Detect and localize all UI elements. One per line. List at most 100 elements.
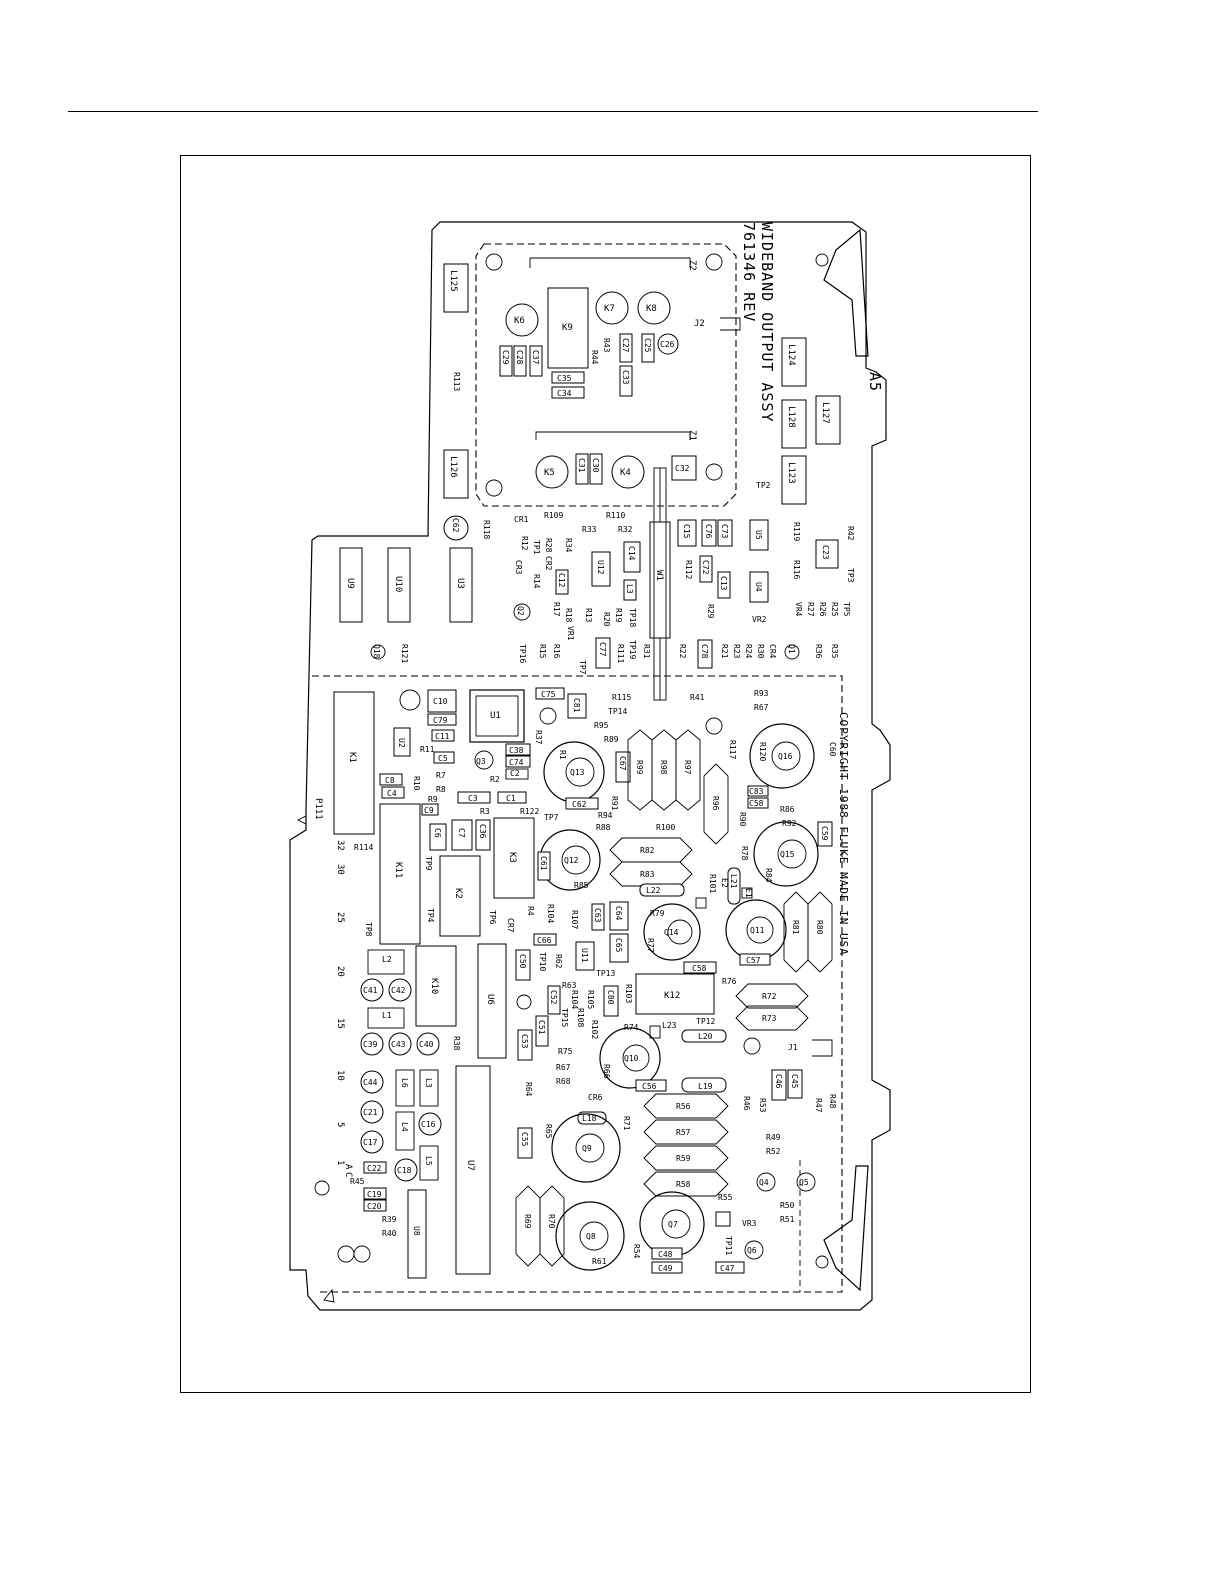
svg-text:C42: C42 [391, 986, 406, 995]
svg-text:C62: C62 [451, 518, 460, 533]
svg-text:TP7: TP7 [544, 813, 559, 822]
svg-text:K9: K9 [562, 323, 573, 333]
svg-text:R30: R30 [756, 644, 765, 659]
mount-hole [539, 707, 557, 725]
svg-text:C79: C79 [433, 716, 448, 725]
ejector-bottom-pivot [815, 1255, 829, 1269]
svg-text:C9: C9 [424, 806, 434, 815]
svg-text:C23: C23 [821, 545, 830, 560]
svg-text:R19: R19 [614, 608, 623, 623]
svg-text:Z2: Z2 [687, 260, 697, 271]
svg-text:C22: C22 [367, 1164, 382, 1173]
svg-text:R72: R72 [762, 992, 777, 1001]
cap-c67 [615, 751, 631, 783]
cap-c59 [817, 821, 833, 847]
cap-c41 [360, 978, 384, 1002]
inductor-l127 [815, 395, 841, 445]
cap-c36 [475, 819, 491, 851]
cap-c38 [505, 743, 531, 756]
svg-text:C47: C47 [720, 1264, 735, 1273]
svg-text:C27: C27 [621, 338, 630, 353]
inductor-l20 [681, 1029, 727, 1043]
svg-text:Q11: Q11 [750, 926, 765, 935]
svg-text:VR2: VR2 [752, 615, 767, 624]
svg-text:K3: K3 [507, 852, 517, 863]
svg-text:C34: C34 [557, 389, 572, 398]
svg-text:Q1: Q1 [787, 644, 796, 654]
ic-u6 [477, 943, 507, 1059]
relay-k9 [547, 287, 589, 369]
svg-text:TP6: TP6 [488, 910, 497, 925]
svg-text:C61: C61 [539, 856, 548, 871]
svg-text:R73: R73 [762, 1014, 777, 1023]
svg-text:C59: C59 [820, 826, 829, 841]
svg-text:L21: L21 [729, 874, 738, 889]
svg-text:K4: K4 [620, 468, 631, 478]
svg-text:R51: R51 [780, 1215, 795, 1224]
svg-text:CR7: CR7 [506, 918, 515, 933]
svg-text:R37: R37 [534, 730, 543, 745]
ic-u7 [455, 1065, 491, 1275]
cap-c3 [457, 791, 491, 804]
svg-text:20: 20 [335, 966, 345, 977]
svg-text:C46: C46 [774, 1074, 783, 1089]
svg-text:L123: L123 [786, 462, 796, 484]
svg-text:C43: C43 [391, 1040, 406, 1049]
cap-c15 [677, 519, 697, 547]
ejector-bottom [823, 1165, 869, 1292]
svg-text:R68: R68 [556, 1077, 571, 1086]
svg-text:TP5: TP5 [842, 602, 851, 617]
transistor-q10 [599, 1027, 661, 1089]
cap-c32 [671, 455, 697, 481]
svg-text:K7: K7 [604, 304, 615, 314]
svg-text:C13: C13 [719, 576, 728, 591]
svg-text:C45: C45 [790, 1074, 799, 1089]
svg-text:C12: C12 [557, 573, 566, 588]
svg-text:U4: U4 [754, 582, 763, 592]
cap-c73 [717, 519, 733, 547]
svg-text:C33: C33 [621, 370, 630, 385]
svg-text:R8: R8 [436, 785, 446, 794]
svg-text:L3: L3 [625, 584, 634, 594]
svg-text:C38: C38 [509, 746, 524, 755]
cap-c45 [787, 1069, 803, 1099]
inductor-l21 [727, 867, 741, 905]
svg-text:Q4: Q4 [759, 1178, 769, 1187]
svg-text:C67: C67 [618, 756, 627, 771]
cap-c58-upper [747, 797, 769, 809]
svg-text:L1: L1 [382, 1011, 392, 1020]
svg-text:J1: J1 [788, 1043, 798, 1052]
svg-text:R69: R69 [523, 1214, 532, 1229]
svg-text:C58: C58 [749, 799, 764, 808]
svg-text:CR4: CR4 [768, 644, 777, 659]
svg-text:R115: R115 [612, 693, 631, 702]
svg-text:R35: R35 [830, 644, 839, 659]
svg-text:R64: R64 [524, 1082, 533, 1097]
diagram-frame [180, 155, 1031, 1393]
svg-text:C55: C55 [520, 1132, 529, 1147]
cap-c40 [416, 1032, 440, 1056]
svg-text:Q15: Q15 [780, 850, 795, 859]
resistor-r80 [807, 891, 833, 973]
svg-text:R24: R24 [744, 644, 753, 659]
cap-c56 [635, 1079, 667, 1092]
svg-text:R23: R23 [732, 644, 741, 659]
svg-text:C2: C2 [510, 769, 520, 778]
cap-c1 [497, 791, 527, 804]
svg-text:L126: L126 [448, 456, 458, 478]
svg-text:W1: W1 [654, 570, 664, 581]
svg-text:32: 32 [335, 840, 345, 851]
cap-c30 [589, 453, 603, 485]
svg-text:TP16: TP16 [518, 644, 527, 663]
svg-text:C31: C31 [577, 458, 586, 473]
cap-c12 [555, 569, 569, 595]
mount-hole [705, 253, 723, 271]
cap-c83 [747, 785, 769, 797]
transistor-q14 [643, 903, 701, 961]
svg-text:R21: R21 [720, 644, 729, 659]
cap-c7 [451, 819, 473, 851]
svg-text:C66: C66 [537, 936, 552, 945]
svg-text:TP15: TP15 [560, 1008, 569, 1027]
inductor-l19 [681, 1077, 727, 1093]
ejector-top [823, 228, 869, 357]
